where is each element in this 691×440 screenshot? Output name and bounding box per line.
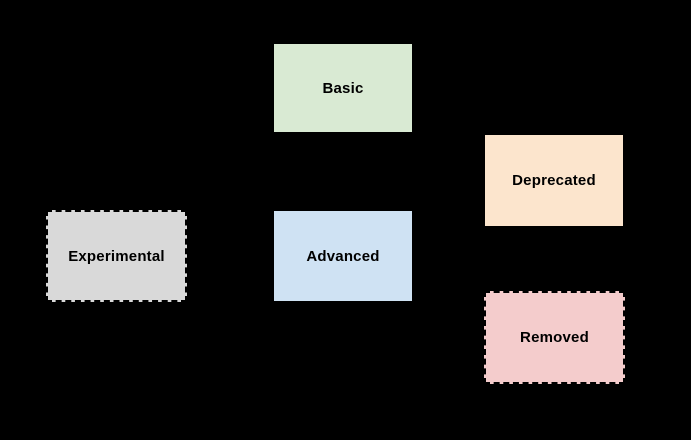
node-experimental-label: Experimental — [68, 247, 165, 265]
node-experimental: Experimental — [46, 210, 187, 302]
node-removed: Removed — [484, 291, 625, 384]
node-removed-label: Removed — [520, 329, 589, 346]
node-basic-label: Basic — [322, 79, 364, 97]
node-deprecated-label: Deprecated — [512, 172, 596, 189]
node-basic: Basic — [273, 43, 413, 133]
node-advanced-label: Advanced — [306, 247, 380, 265]
node-advanced: Advanced — [273, 210, 413, 302]
node-deprecated: Deprecated — [484, 134, 624, 227]
